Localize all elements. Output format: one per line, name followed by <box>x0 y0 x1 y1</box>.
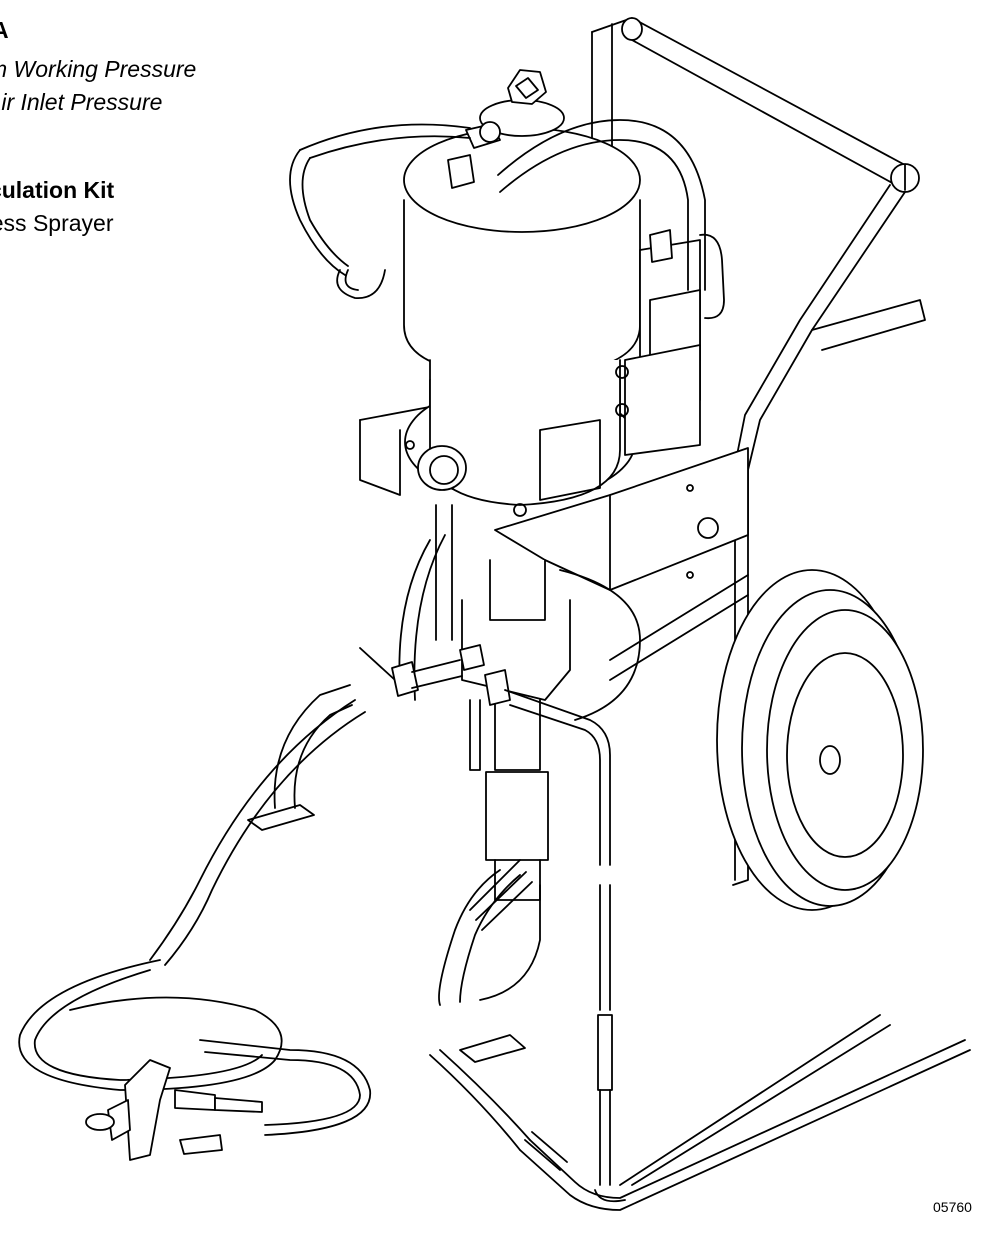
air-controls <box>615 229 725 456</box>
model-letter: A <box>0 17 9 43</box>
hose-clamp <box>336 269 386 299</box>
max-working-pressure-label: m Working Pressure <box>0 56 197 82</box>
kit-subtitle: rless Sprayer <box>0 210 114 236</box>
circulation-tubing <box>429 689 971 1211</box>
spray-gun <box>85 1059 263 1161</box>
suction-hose <box>438 859 541 1006</box>
displacement-pump <box>435 504 571 901</box>
fluid-hose <box>18 699 371 1136</box>
kit-title: rculation Kit <box>0 177 115 203</box>
max-air-inlet-pressure-label: Air Inlet Pressure <box>0 89 163 115</box>
cart-feet <box>247 684 526 1063</box>
cart-wheel <box>609 569 924 911</box>
ball-valves <box>359 644 511 771</box>
air-motor <box>403 69 641 376</box>
figure-number: 05760 <box>933 1199 972 1215</box>
pump-housing <box>359 359 636 517</box>
product-header: A m Working Pressure Air Inlet Pressure … <box>0 0 400 260</box>
air-hose <box>289 119 706 291</box>
